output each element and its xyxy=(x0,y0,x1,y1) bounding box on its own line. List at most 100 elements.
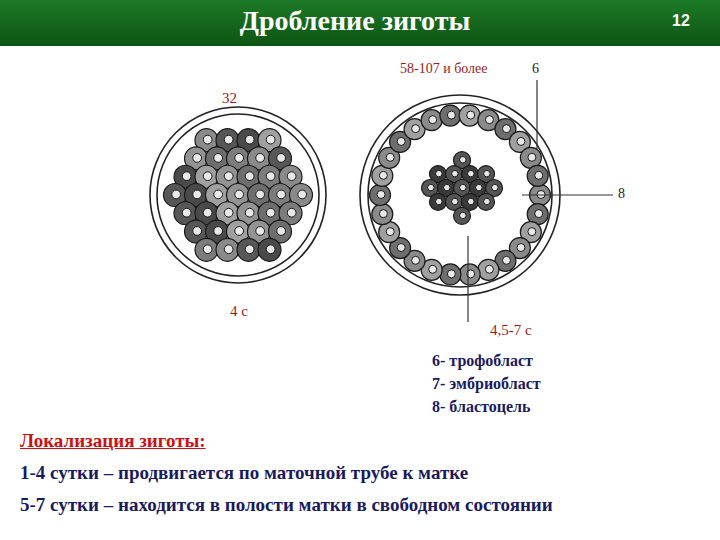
cell-nucleus xyxy=(224,245,233,254)
cell-body xyxy=(478,193,495,210)
callout-number: 6 xyxy=(532,61,539,77)
morula xyxy=(150,107,326,283)
embryoblast-cell xyxy=(430,193,447,210)
slide-title: Дробление зиготы xyxy=(240,5,471,37)
cell-body xyxy=(454,207,471,224)
cell-nucleus xyxy=(412,256,420,264)
cell-body xyxy=(372,204,393,225)
trophoblast-cell xyxy=(527,165,548,186)
trophoblast-cell xyxy=(421,110,442,131)
cell-count: 32 xyxy=(222,90,237,107)
cell-nucleus xyxy=(203,135,212,144)
trophoblast-cell xyxy=(459,105,480,126)
leader-line xyxy=(536,80,537,150)
cell-nucleus xyxy=(203,208,212,217)
cell-body xyxy=(440,105,461,126)
cell-nucleus xyxy=(266,172,275,181)
trophoblast-cell xyxy=(370,185,391,206)
cell-body xyxy=(421,110,442,131)
leader-line xyxy=(467,236,468,322)
cell-nucleus xyxy=(447,270,455,278)
cell-nucleus xyxy=(484,198,490,204)
callout-number: 8 xyxy=(618,186,625,202)
cell-nucleus xyxy=(224,208,233,217)
trophoblast-cell xyxy=(478,259,499,280)
cell-nucleus xyxy=(379,171,387,179)
cell-count: 58-107 и более xyxy=(400,61,488,77)
cell-nucleus xyxy=(485,116,493,124)
cell-nucleus xyxy=(266,135,275,144)
cell-body xyxy=(237,238,260,261)
cell-body xyxy=(216,238,239,261)
cell-nucleus xyxy=(245,245,254,254)
cell-body xyxy=(370,185,391,206)
cell-nucleus xyxy=(298,190,307,199)
zona-inner xyxy=(157,114,319,276)
zona-outer xyxy=(150,107,326,283)
cell-nucleus xyxy=(386,228,394,236)
cell-nucleus xyxy=(428,184,434,190)
cell-nucleus xyxy=(287,208,296,217)
leader-line xyxy=(522,194,613,195)
cell-nucleus xyxy=(386,153,394,161)
embryoblast-cell xyxy=(478,193,495,210)
cell-nucleus xyxy=(468,170,474,176)
cell-nucleus xyxy=(182,172,191,181)
cell-nucleus xyxy=(235,154,244,163)
cell-nucleus xyxy=(203,172,212,181)
cell-nucleus xyxy=(277,227,286,236)
cell-nucleus xyxy=(429,265,437,273)
cell-body xyxy=(459,105,480,126)
cell-nucleus xyxy=(492,184,498,190)
cell-nucleus xyxy=(436,198,442,204)
blastomere xyxy=(237,238,260,261)
note-line: 5-7 сутки – находится в полости матки в … xyxy=(20,494,553,516)
cell-nucleus xyxy=(245,135,254,144)
cell-nucleus xyxy=(444,184,450,190)
blastomere xyxy=(258,238,281,261)
cell-nucleus xyxy=(517,244,525,252)
cell-nucleus xyxy=(256,190,265,199)
slide-number: 12 xyxy=(672,12,690,30)
cell-nucleus xyxy=(397,137,405,145)
cell-body xyxy=(459,264,480,285)
embryoblast-cell xyxy=(454,207,471,224)
cell-nucleus xyxy=(467,111,475,119)
legend-key: 8- бластоцель xyxy=(432,398,530,416)
cell-nucleus xyxy=(245,208,254,217)
cell-nucleus xyxy=(485,265,493,273)
cell-nucleus xyxy=(224,135,233,144)
cell-nucleus xyxy=(528,228,536,236)
cell-body xyxy=(430,193,447,210)
cell-nucleus xyxy=(476,184,482,190)
legend-key: 7- эмбриобласт xyxy=(432,375,541,393)
day-label: 4 с xyxy=(230,303,248,320)
cell-nucleus xyxy=(256,154,265,163)
cell-nucleus xyxy=(235,227,244,236)
cell-nucleus xyxy=(528,153,536,161)
cell-nucleus xyxy=(460,212,466,218)
cell-nucleus xyxy=(214,190,223,199)
cell-nucleus xyxy=(256,227,265,236)
cell-body xyxy=(478,259,499,280)
legend-key: 6- трофобласт xyxy=(432,352,533,370)
cell-body xyxy=(195,238,218,261)
cell-nucleus xyxy=(503,256,511,264)
trophoblast-cell xyxy=(440,105,461,126)
cell-nucleus xyxy=(193,154,202,163)
cell-nucleus xyxy=(266,208,275,217)
cell-nucleus xyxy=(224,172,233,181)
cell-nucleus xyxy=(245,172,254,181)
cell-nucleus xyxy=(287,172,296,181)
blastomere xyxy=(216,238,239,261)
cell-nucleus xyxy=(484,170,490,176)
cell-nucleus xyxy=(517,137,525,145)
cell-nucleus xyxy=(214,227,223,236)
blastomere xyxy=(195,238,218,261)
cell-nucleus xyxy=(429,116,437,124)
cell-nucleus xyxy=(172,190,181,199)
cell-nucleus xyxy=(379,210,387,218)
cell-nucleus xyxy=(214,154,223,163)
